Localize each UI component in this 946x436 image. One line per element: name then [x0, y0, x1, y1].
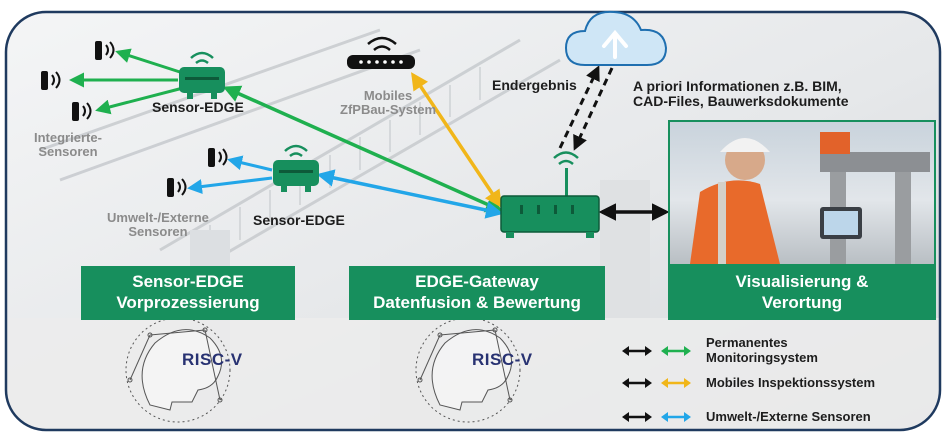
arrow-cloud-up	[558, 65, 600, 149]
end-result-label: Endergebnis	[492, 77, 577, 93]
sensor-icon	[72, 102, 92, 121]
bidirectional-arrow-icon	[622, 345, 691, 356]
edge-device-icon	[273, 144, 319, 192]
arrow-edge-to-sensor-1	[115, 48, 184, 75]
arrow-edge-to-env-sensor-2	[187, 176, 273, 194]
connections	[69, 48, 670, 221]
arrow-gateway-edge-bottom	[316, 169, 504, 219]
a-priori-label: A priori Informationen z.B. BIM, CAD-Fil…	[633, 78, 849, 110]
riscv-brain-icon	[125, 317, 231, 423]
sensor-edge-bottom-label: Sensor-EDGE	[253, 212, 345, 228]
outer-frame	[4, 10, 942, 432]
worker-tablet-photo	[668, 120, 936, 266]
bidirectional-arrow-icon	[622, 378, 691, 389]
sensor-edge-box-text: Sensor-EDGE Vorprozessierung	[116, 272, 260, 312]
arrow-cloud-down	[573, 67, 614, 151]
gateway-box-text: EDGE-Gateway Datenfusion & Bewertung	[373, 272, 581, 312]
sensor-icon	[208, 148, 228, 167]
sensor-edge-top-label: Sensor-EDGE	[152, 99, 244, 115]
riscv-logo: RISC-V	[182, 350, 243, 369]
sensor-edge-preprocessing-box: Sensor-EDGE Vorprozessierung	[81, 266, 295, 320]
bidirectional-arrow-icon	[622, 412, 691, 423]
legend-item-permanent: Permanentes Monitoringsystem	[622, 335, 818, 366]
legend-label: Umwelt-/Externe Sensoren	[706, 409, 871, 424]
riscv-logo: RISC-V	[472, 350, 533, 369]
mobile-system-label: Mobiles ZfPBau-System	[340, 88, 437, 118]
integrated-sensors-label: Integrierte- Sensoren	[34, 130, 102, 160]
env-sensors-label: Umwelt-/Externe Sensoren	[107, 210, 209, 240]
sensor-icon	[167, 178, 187, 197]
legend-label: Mobiles Inspektionssystem	[706, 375, 876, 390]
router-icon	[347, 36, 415, 69]
router-icon	[500, 151, 600, 238]
sensor-icon	[95, 41, 115, 60]
legend-item-mobile: Mobiles Inspektionssystem	[622, 375, 876, 391]
arrow-edge-to-sensor-3	[95, 86, 184, 115]
riscv-brain-icon	[415, 317, 521, 423]
legend-label: Permanentes Monitoringsystem	[706, 335, 818, 365]
sensor-icon	[41, 71, 61, 90]
edge-device-icon	[179, 51, 225, 99]
legend-item-environment: Umwelt-/Externe Sensoren	[622, 409, 871, 425]
visualization-box: Visualisierung & Verortung	[668, 266, 936, 320]
edge-gateway-box: EDGE-Gateway Datenfusion & Bewertung	[349, 266, 605, 320]
cloud-upload-icon	[564, 10, 668, 66]
arrow-edge-to-env-sensor-1	[227, 155, 273, 172]
visual-box-text: Visualisierung & Verortung	[735, 272, 869, 312]
